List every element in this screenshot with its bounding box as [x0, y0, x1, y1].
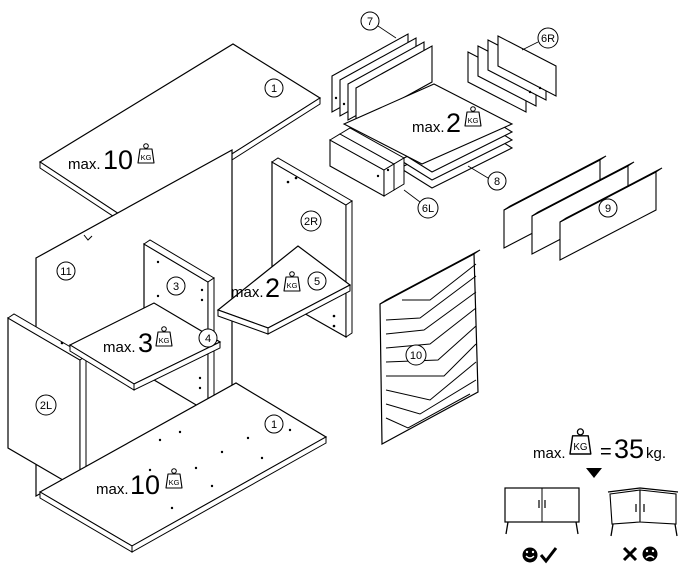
load-top: max. 10 KG [68, 143, 155, 175]
svg-text:5: 5 [314, 276, 320, 288]
load-shelf: max. 3 KG [103, 326, 173, 358]
cabinet-correct [504, 487, 580, 535]
svg-text:max.: max. [68, 156, 101, 173]
svg-text:35: 35 [614, 434, 644, 464]
svg-text:3: 3 [138, 328, 153, 358]
label-1-top: 1 [264, 78, 284, 98]
svg-text:max.: max. [412, 119, 445, 136]
svg-text:kg.: kg. [646, 445, 666, 462]
svg-text:KG: KG [159, 336, 170, 345]
svg-text:11: 11 [60, 266, 71, 278]
happy-face-check-icon [522, 547, 558, 564]
label-10: 10 [405, 344, 427, 366]
panel-5-shelf [216, 245, 352, 335]
svg-text:6R: 6R [541, 33, 555, 45]
svg-text:KG: KG [287, 281, 298, 290]
svg-text:KG: KG [169, 478, 180, 487]
svg-text:KG: KG [141, 153, 152, 162]
svg-text:6L: 6L [422, 203, 434, 215]
load-total: max. KG = 35 kg. [533, 428, 666, 464]
panel-7-drawer-sides [331, 33, 433, 125]
weight-icon: KG [464, 106, 482, 127]
label-5: 5 [307, 271, 327, 291]
load-bottom: max. 10 KG [96, 468, 183, 500]
label-7: 7 [360, 11, 397, 39]
svg-text:KG: KG [468, 116, 479, 125]
weight-icon: KG [155, 326, 173, 347]
svg-text:max.: max. [231, 284, 264, 301]
svg-text:4: 4 [205, 333, 211, 345]
svg-text:2R: 2R [304, 216, 318, 228]
panel-6L-drawer-ends [329, 127, 405, 197]
svg-text:8: 8 [494, 176, 500, 188]
panel-1-bottom [38, 382, 328, 553]
svg-text:1: 1 [271, 419, 277, 431]
load-middle: max. 2 KG [231, 271, 301, 303]
label-11: 11 [56, 261, 76, 281]
panel-9-drawer-fronts [503, 155, 663, 261]
svg-text:10: 10 [103, 145, 133, 175]
cabinet-incorrect [607, 487, 679, 537]
svg-text:7: 7 [367, 16, 373, 28]
svg-text:max.: max. [533, 445, 566, 462]
svg-text:9: 9 [605, 203, 611, 215]
panel-6R-drawer-ends [467, 35, 557, 113]
weight-icon: KG [569, 428, 592, 455]
svg-text:10: 10 [130, 470, 160, 500]
panel-8-drawer-bottoms [342, 83, 514, 189]
panel-10-door [379, 249, 481, 445]
svg-text:10: 10 [410, 350, 422, 362]
label-4: 4 [198, 328, 218, 348]
label-8: 8 [467, 165, 507, 191]
load-drawer: max. 2 KG [412, 106, 482, 138]
label-2R: 2R [300, 210, 322, 232]
down-triangle-icon [586, 468, 602, 478]
label-3: 3 [166, 276, 186, 296]
svg-text:2L: 2L [40, 400, 52, 412]
panel-4-shelf [68, 302, 222, 391]
label-2L: 2L [35, 394, 57, 416]
svg-text:2: 2 [265, 273, 280, 303]
svg-text:2: 2 [446, 108, 461, 138]
svg-text:max.: max. [96, 481, 129, 498]
svg-text:=: = [600, 441, 612, 463]
weight-icon: KG [283, 271, 301, 292]
weight-icon: KG [165, 468, 183, 489]
svg-text:KG: KG [573, 442, 587, 453]
label-9: 9 [598, 198, 618, 218]
svg-text:max.: max. [103, 339, 136, 356]
svg-text:3: 3 [173, 281, 179, 293]
weight-icon: KG [137, 143, 155, 164]
sad-face-cross-icon [622, 546, 658, 562]
part-labels: 1 11 2L 3 4 2R 5 1 7 6R 8 6L 9 10 [35, 11, 618, 434]
label-6L: 6L [403, 189, 439, 219]
svg-text:1: 1 [271, 83, 277, 95]
label-1-bottom: 1 [264, 414, 284, 434]
label-6R: 6R [521, 27, 559, 51]
